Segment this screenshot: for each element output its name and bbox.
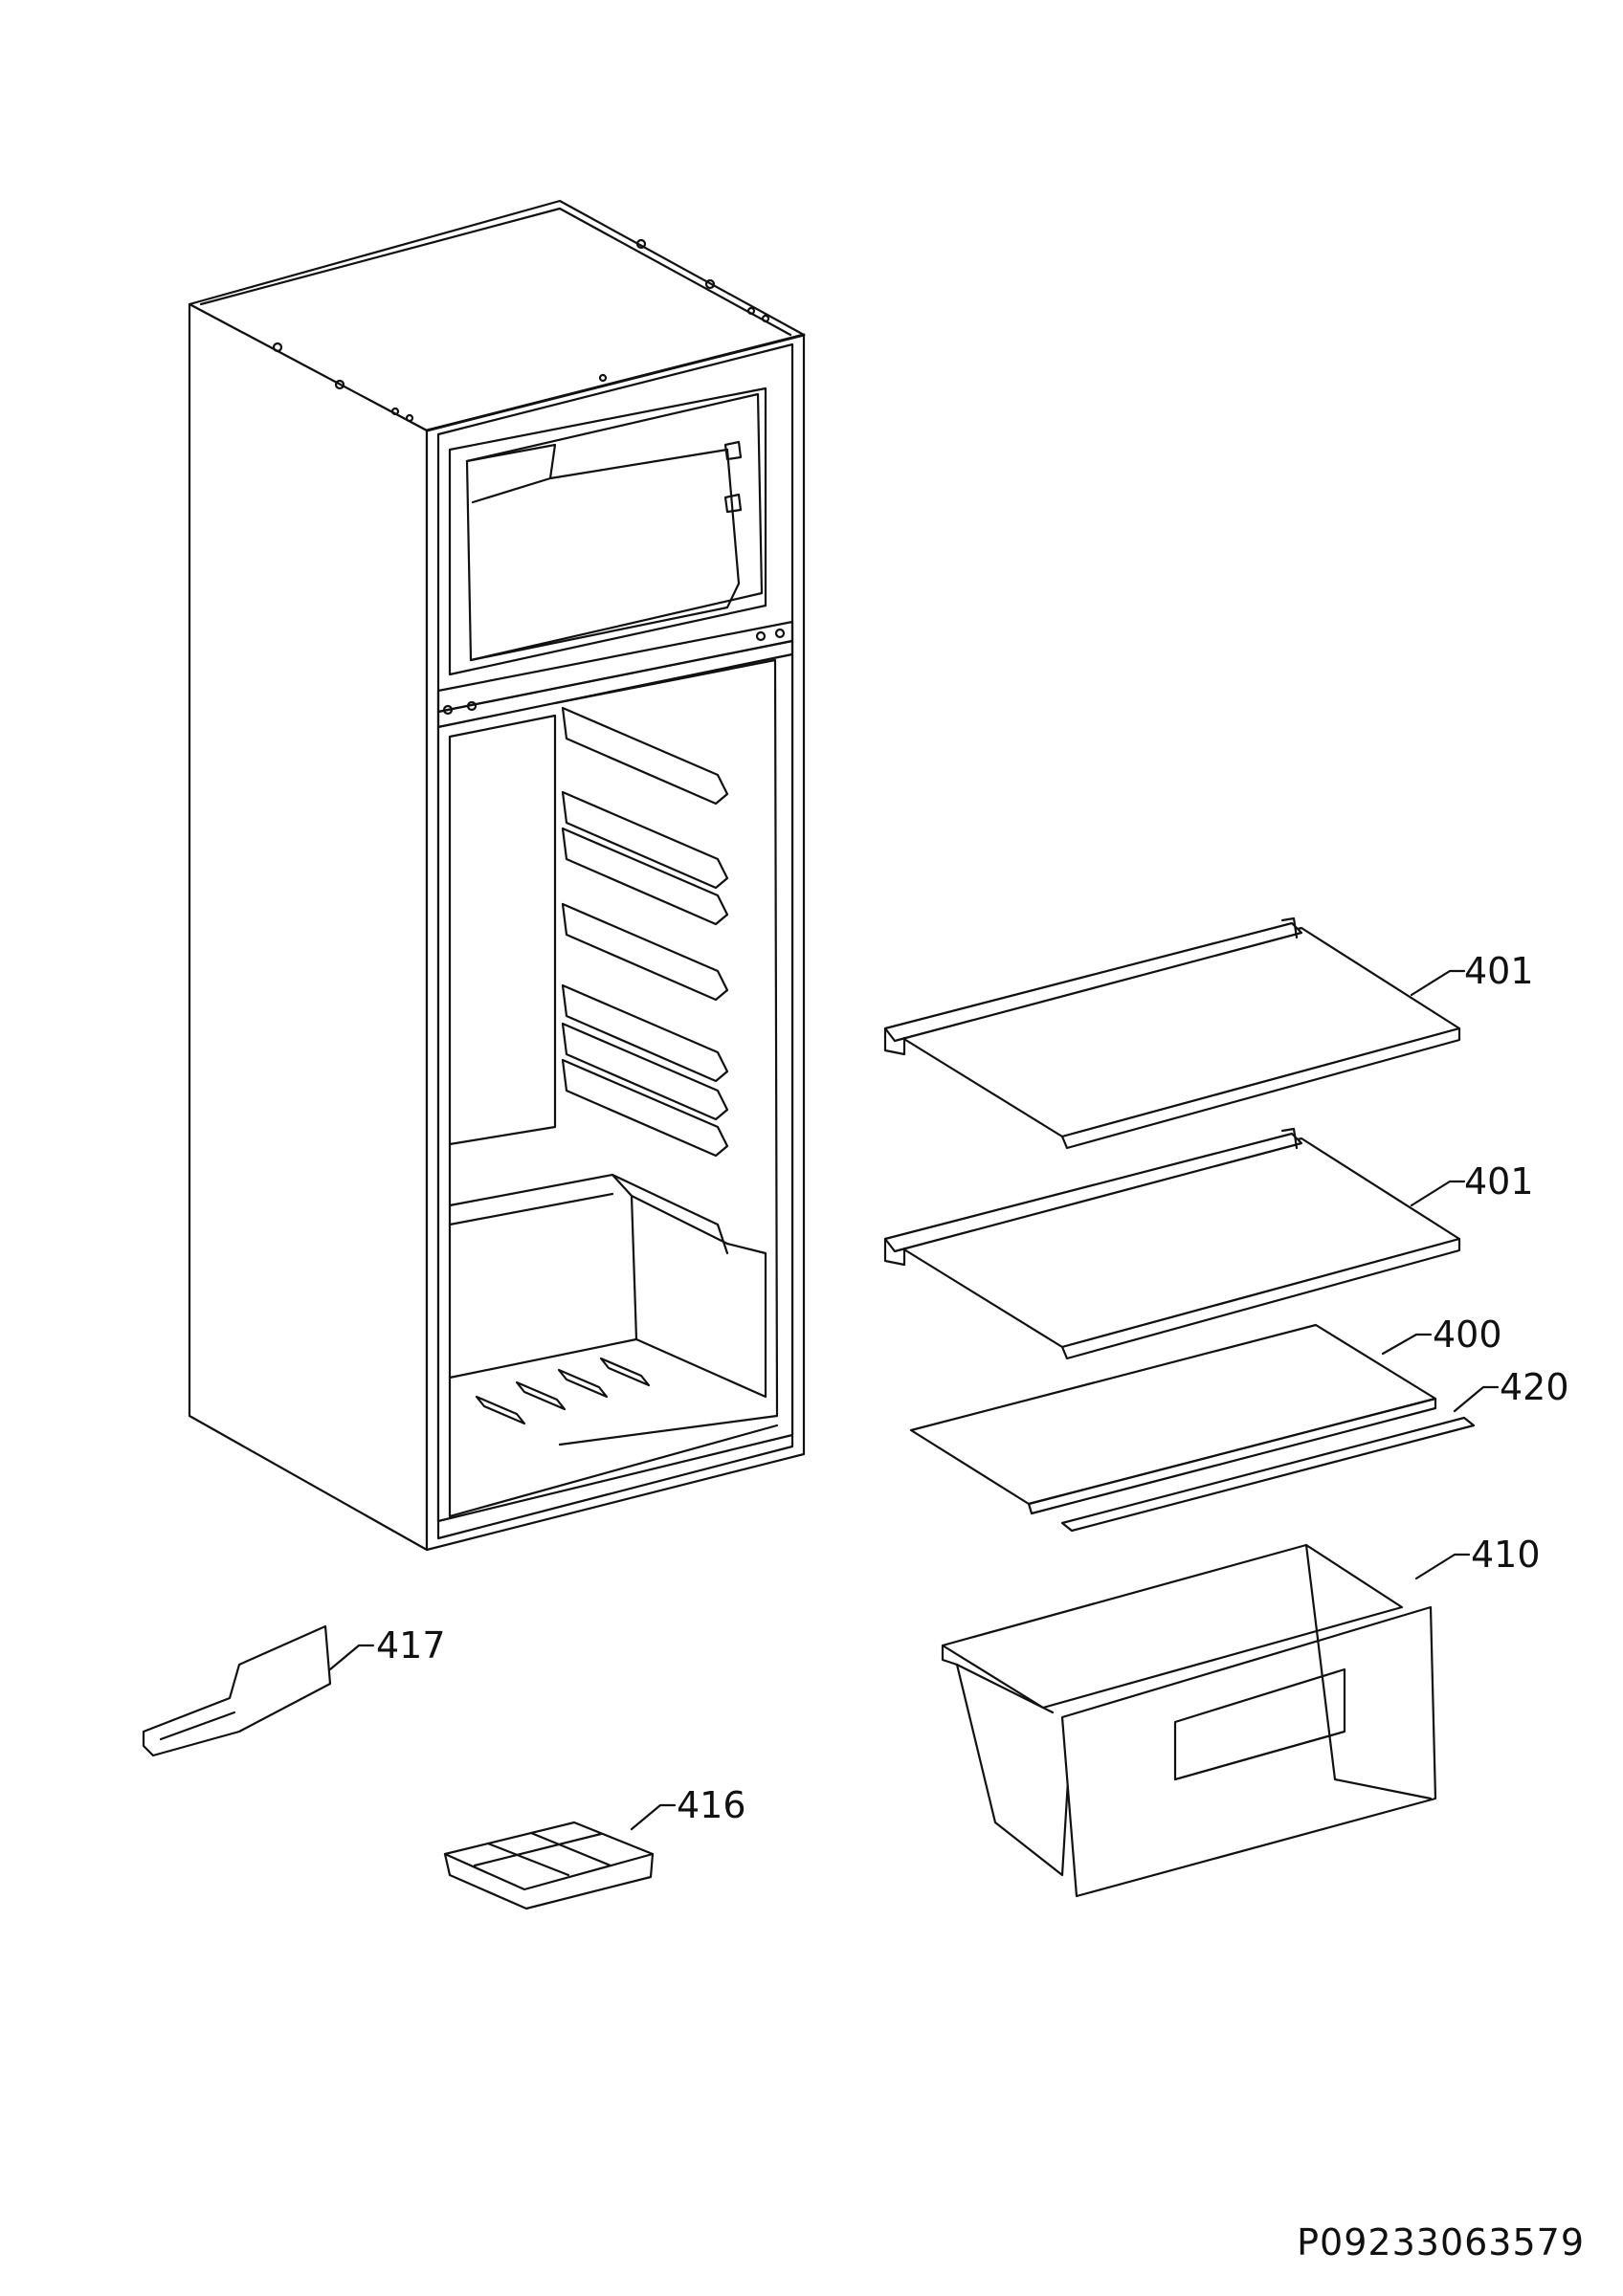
part-label-400: 400 xyxy=(1381,1314,1502,1356)
mounting-holes xyxy=(272,238,770,423)
floor-vents xyxy=(475,1357,651,1425)
svg-text:401: 401 xyxy=(1464,1160,1534,1203)
part-label-401-upper: 401 xyxy=(1410,950,1534,997)
ice-scraper-icon xyxy=(142,1624,332,1757)
crisper-glass-cover-icon xyxy=(909,1323,1437,1515)
part-label-417: 417 xyxy=(328,1624,446,1671)
ice-tray-icon xyxy=(443,1821,655,1910)
part-label-410: 410 xyxy=(1414,1534,1541,1580)
part-label-420: 420 xyxy=(1453,1366,1569,1413)
trim-strip-icon xyxy=(1060,1416,1476,1533)
glass-shelf-lower-icon xyxy=(883,1127,1461,1360)
svg-text:420: 420 xyxy=(1500,1366,1569,1408)
part-label-401-lower: 401 xyxy=(1410,1160,1534,1207)
glass-shelf-upper-icon xyxy=(883,916,1461,1150)
svg-text:416: 416 xyxy=(677,1784,746,1826)
shelf-rails xyxy=(561,706,729,1158)
svg-text:400: 400 xyxy=(1433,1314,1502,1356)
refrigerator-cabinet-icon xyxy=(188,199,806,1552)
crisper-drawer-icon xyxy=(941,1543,1437,1898)
svg-text:417: 417 xyxy=(376,1624,446,1667)
svg-text:410: 410 xyxy=(1471,1534,1541,1576)
document-id: P09233063579 xyxy=(1297,2221,1585,2263)
svg-text:401: 401 xyxy=(1464,950,1534,992)
part-label-416: 416 xyxy=(630,1784,746,1831)
